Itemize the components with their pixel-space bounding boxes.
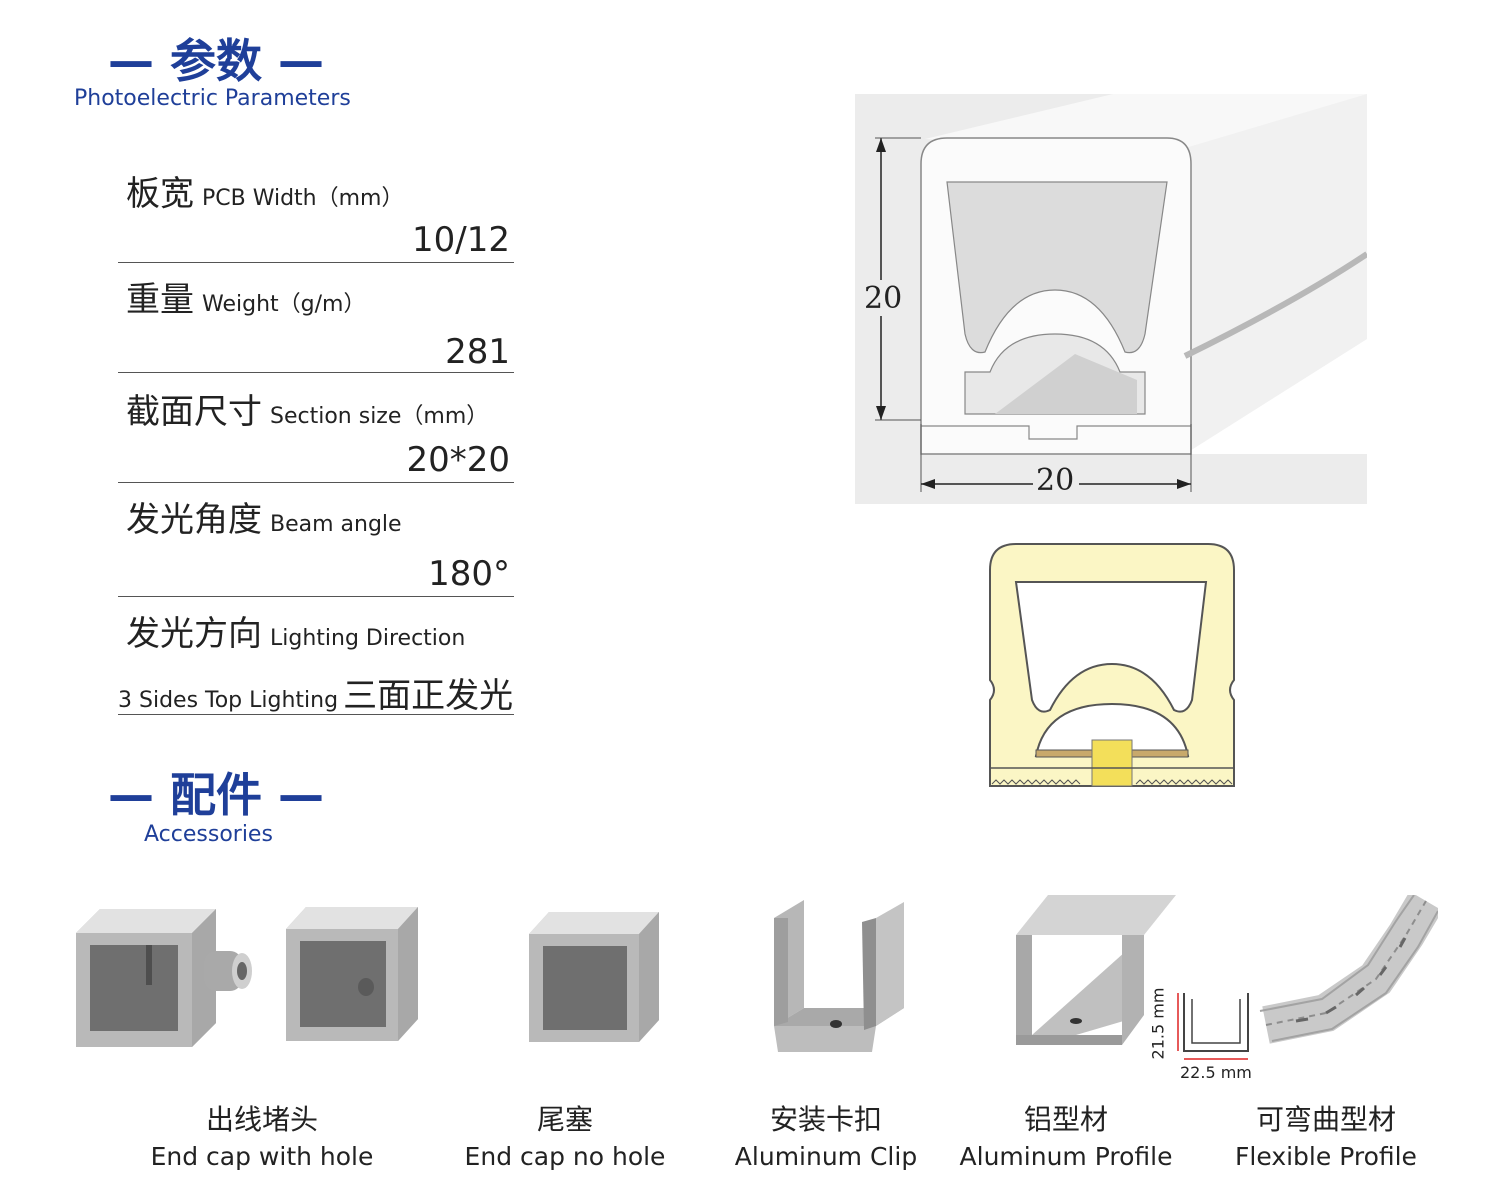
param-label-en: Weight（g/m）	[202, 292, 366, 317]
profile-height-label-wrap: 21.5 mm	[1144, 987, 1174, 1060]
accessory-name-cn-end-cap-with-hole: 出线堵头	[205, 1103, 318, 1136]
param-label-cn: 重量	[126, 280, 194, 320]
params-section-title: — 参数 —	[108, 34, 325, 88]
param-row-pcb-width: 板宽 PCB Width（mm） 10/12	[118, 158, 514, 263]
accessory-name-en-end-cap-with-hole: End cap with hole	[150, 1142, 374, 1171]
param-row-section-size: 截面尺寸 Section size（mm） 20*20	[118, 374, 514, 483]
glow-cross-section-illustration	[989, 543, 1235, 787]
accessory-name-en-flexible-profile: Flexible Profile	[1235, 1142, 1417, 1171]
aluminum-clip-image	[774, 900, 904, 1052]
param-row-lighting-direction: 发光方向 Lighting Direction 3 Sides Top Light…	[118, 598, 514, 716]
param-value: 180°	[428, 554, 510, 594]
param-label-cn: 板宽	[126, 174, 194, 214]
param-label-cn: 发光方向	[126, 614, 262, 654]
accessory-name-en-end-cap-no-hole: End cap no hole	[464, 1142, 666, 1171]
param-label-en: PCB Width（mm）	[202, 186, 404, 211]
accessories-section-subtitle: Accessories	[144, 822, 273, 847]
end-cap-with-hole-image	[76, 907, 418, 1047]
param-label-en: Beam angle	[270, 512, 402, 537]
accessory-name-en-aluminum-profile: Aluminum Profile	[959, 1142, 1173, 1171]
accessory-name-cn-flexible-profile: 可弯曲型材	[1255, 1103, 1396, 1136]
params-section-subtitle: Photoelectric Parameters	[74, 86, 351, 111]
accessory-name-cn-aluminum-profile: 铝型材	[1023, 1103, 1108, 1136]
param-label-cn: 发光角度	[126, 500, 262, 540]
accessory-name-cn-aluminum-clip: 安装卡扣	[769, 1103, 882, 1136]
end-cap-no-hole-image	[529, 912, 659, 1042]
flexible-profile-image	[1259, 895, 1438, 1044]
param-value-cn: 三面正发光	[343, 676, 514, 716]
profile-width-label: 22.5 mm	[1180, 1063, 1252, 1082]
param-label-cn: 截面尺寸	[126, 392, 262, 432]
accessories-section-title: — 配件 —	[108, 768, 325, 822]
dimension-height-label: 20	[864, 281, 902, 316]
param-row-weight: 重量 Weight（g/m） 281	[118, 264, 514, 373]
param-row-beam-angle: 发光角度 Beam angle 180°	[118, 484, 514, 597]
param-label-en: Section size（mm）	[270, 404, 489, 429]
accessory-name-cn-end-cap-no-hole: 尾塞	[536, 1103, 593, 1136]
aluminum-profile-image	[1016, 895, 1249, 1060]
profile-height-label: 21.5 mm	[1148, 987, 1168, 1060]
section-dimension-diagram: 20 20	[855, 94, 1367, 504]
param-value: 10/12	[412, 220, 510, 260]
accessory-name-en-aluminum-clip: Aluminum Clip	[734, 1142, 918, 1171]
param-label-en: Lighting Direction	[270, 626, 466, 651]
param-value-en: 3 Sides Top Lighting	[118, 688, 339, 713]
param-value: 281	[445, 332, 510, 372]
dimension-width-label: 20	[1036, 463, 1074, 498]
param-value: 20*20	[406, 440, 510, 480]
